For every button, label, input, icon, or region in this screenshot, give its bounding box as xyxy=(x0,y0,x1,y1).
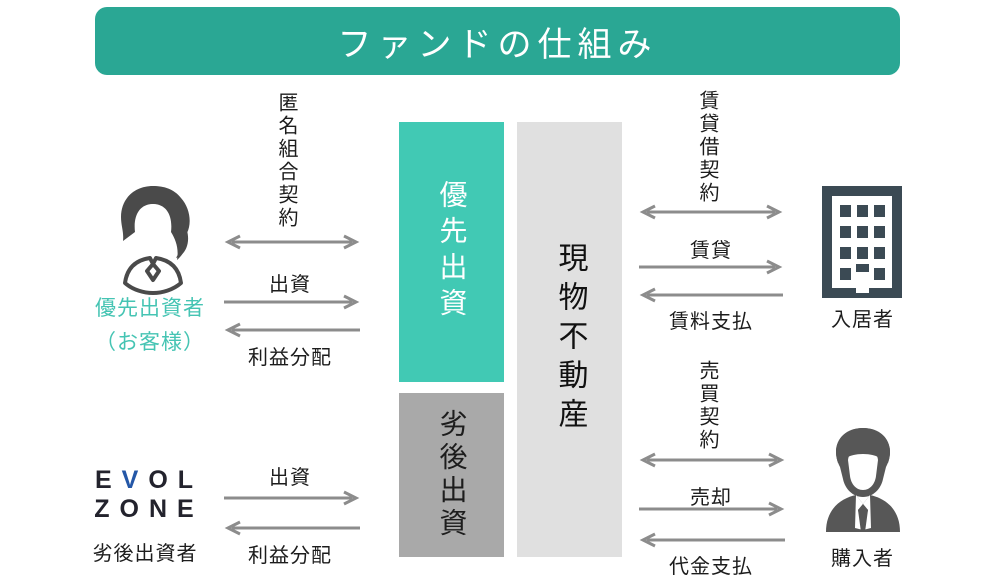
arrow-both-lease-contract xyxy=(639,204,783,220)
page-title: ファンドの仕組み xyxy=(337,25,658,64)
resident-label: 入居者 xyxy=(831,309,894,331)
flow-label-priority-contract: 匿名組合契約 xyxy=(275,92,297,230)
physical-property-label: 現物不動産 xyxy=(553,242,587,437)
arrow-left-subordinate-return xyxy=(224,520,360,536)
priority-equity-label: 優先出資 xyxy=(436,180,468,324)
title-banner: ファンドの仕組み xyxy=(95,7,900,75)
subordinate-equity-label: 劣後出資 xyxy=(436,409,468,541)
logo-line1: EVOL xyxy=(78,466,210,495)
arrow-right-priority-invest xyxy=(224,294,360,310)
flow-label-priority-return: 利益分配 xyxy=(248,347,332,369)
flow-label-rent-payment: 賃料支払 xyxy=(669,311,753,333)
subordinate-equity-box: 劣後出資 xyxy=(399,393,504,557)
arrow-right-sale xyxy=(639,501,785,517)
arrow-right-lease xyxy=(639,259,783,275)
logo-letter-v: V xyxy=(121,466,149,494)
flow-label-sale-contract: 売買契約 xyxy=(696,360,718,452)
woman-icon xyxy=(121,186,190,295)
arrow-both-priority-contract xyxy=(224,234,360,250)
arrow-left-rent-payment xyxy=(639,287,783,303)
flow-label-lease: 賃貸 xyxy=(690,240,732,262)
logo-letters-ol: OL xyxy=(148,466,204,494)
flow-label-sale: 売却 xyxy=(690,487,732,509)
logo-line2: ZONE xyxy=(94,494,204,523)
priority-investor-label: 優先出資者 xyxy=(95,297,205,320)
evol-zone-logo: EVOL ZONE xyxy=(78,466,210,524)
arrow-right-subordinate-invest xyxy=(224,490,360,506)
subordinate-investor-label: 劣後出資者 xyxy=(92,543,198,565)
arrow-both-sale-contract xyxy=(639,452,785,468)
buyer-label: 購入者 xyxy=(831,548,894,570)
physical-property-box: 現物不動産 xyxy=(517,122,622,557)
flow-label-lease-contract: 賃貸借契約 xyxy=(696,90,718,205)
logo-letter-e: E xyxy=(94,466,122,494)
building-icon xyxy=(822,186,902,298)
arrow-left-payment xyxy=(639,532,785,548)
flow-label-subordinate-return: 利益分配 xyxy=(248,545,332,567)
flow-label-priority-invest: 出資 xyxy=(269,274,311,296)
priority-equity-box: 優先出資 xyxy=(399,122,504,382)
flow-label-subordinate-invest: 出資 xyxy=(269,467,311,489)
arrow-left-priority-return xyxy=(224,322,360,338)
flow-label-payment: 代金支払 xyxy=(669,556,753,576)
businessman-icon xyxy=(826,428,900,532)
priority-investor-sublabel: （お客様） xyxy=(95,331,205,354)
